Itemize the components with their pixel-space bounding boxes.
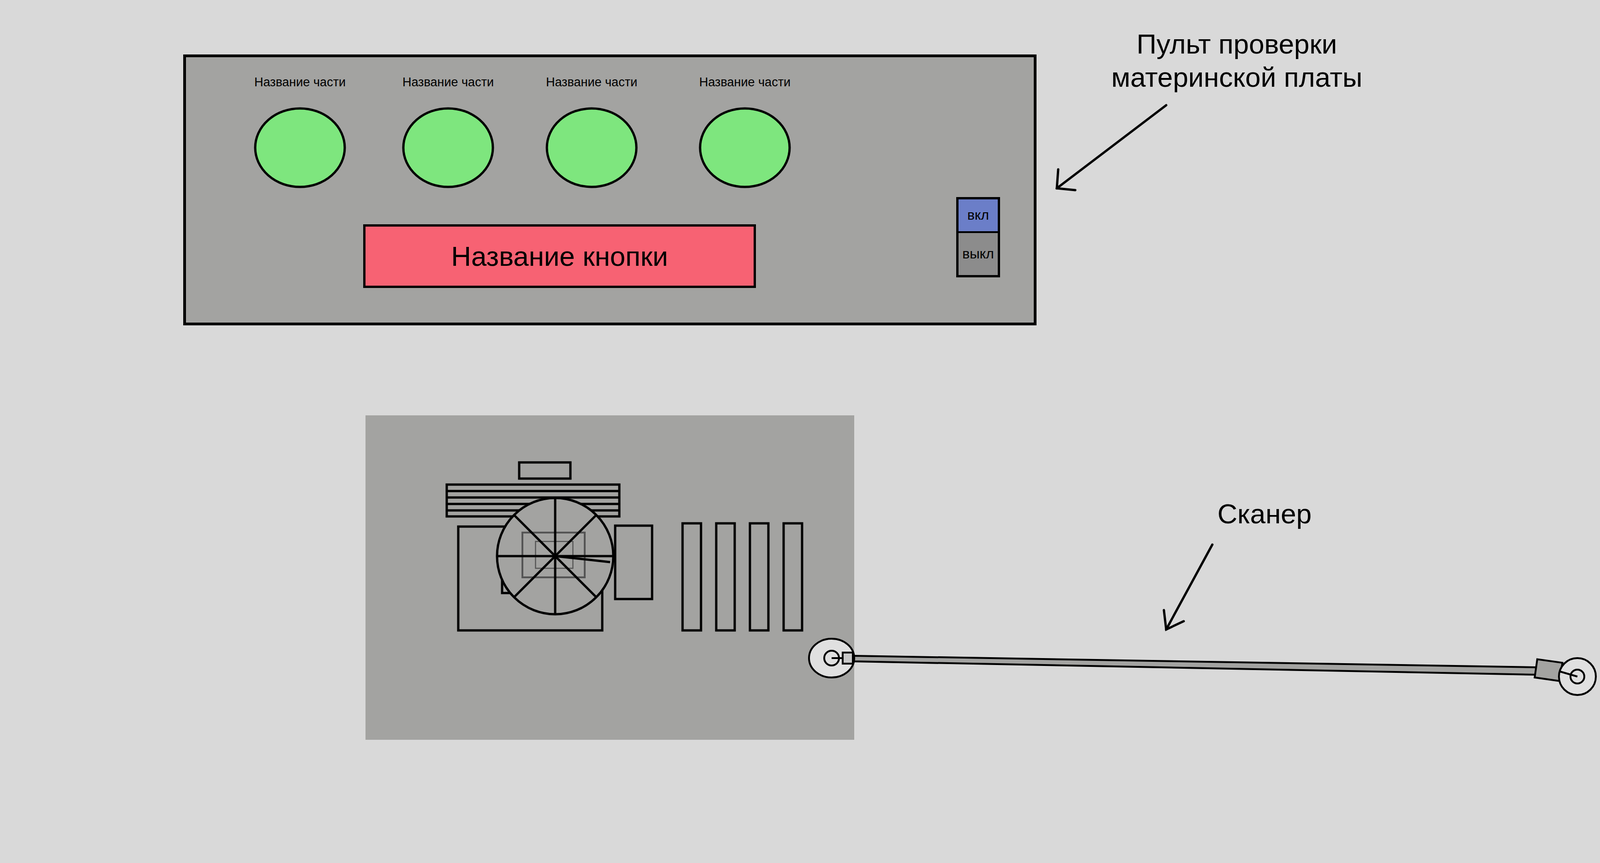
lamp-outline bbox=[698, 107, 792, 189]
switch-on: вкл bbox=[958, 199, 998, 234]
switch-label: выкл bbox=[962, 245, 994, 262]
part-name: Название части bbox=[545, 75, 638, 90]
lamp-outline bbox=[545, 107, 638, 189]
callout-label: Пульт проверки материнской платы bbox=[1089, 27, 1385, 95]
indicator-lamp: Название части bbox=[253, 107, 347, 189]
indicator-lamp: Название части bbox=[698, 107, 792, 189]
switch-off: выкл bbox=[958, 233, 998, 276]
motherboard-parts bbox=[446, 462, 803, 631]
part-name: Название части bbox=[699, 75, 791, 90]
part-name: Название части bbox=[402, 75, 494, 90]
callout-label: Сканер bbox=[1167, 497, 1362, 531]
switch-label: вкл bbox=[967, 207, 989, 223]
push-button: Название кнопки bbox=[363, 224, 756, 288]
indicator-lamp: Название части bbox=[401, 107, 495, 189]
scanner bbox=[808, 638, 1596, 696]
part-name: Название части bbox=[254, 75, 346, 90]
lamp-outline bbox=[253, 107, 347, 189]
control-panel bbox=[184, 55, 1036, 324]
button-label: Название кнопки bbox=[451, 240, 669, 273]
motherboard bbox=[365, 415, 855, 740]
indicator-lamp: Название части bbox=[545, 107, 638, 189]
leader-arrow bbox=[1056, 105, 1213, 630]
lamp-outline bbox=[401, 107, 495, 189]
power-switch: вкл выкл bbox=[956, 197, 1001, 278]
